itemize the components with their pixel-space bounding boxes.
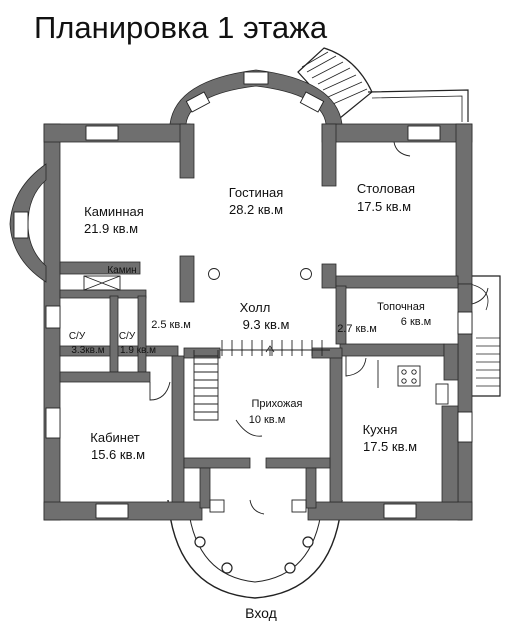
room-area: 2.5 кв.м [151, 319, 191, 331]
porch-column [284, 562, 296, 574]
room-area: 10 кв.м [249, 414, 286, 426]
room-area: 28.2 кв.м [229, 202, 283, 217]
window [383, 503, 417, 519]
door [345, 356, 367, 377]
porch-column [194, 536, 206, 548]
room-name: Кухня [363, 422, 398, 437]
room-area: 9.3 кв.м [243, 317, 290, 332]
room-area: 15.6 кв.м [91, 447, 145, 462]
interior-details [83, 141, 489, 515]
window [243, 71, 269, 85]
window [209, 499, 225, 513]
door [471, 284, 489, 305]
room-area: 21.9 кв.м [84, 221, 138, 236]
entrance-label: Вход [245, 605, 277, 621]
door [235, 419, 263, 437]
room-area: 3.3кв.м [71, 345, 104, 356]
window [457, 411, 473, 443]
entrance-porch [167, 499, 343, 599]
window [185, 91, 211, 113]
window [45, 407, 61, 439]
door [149, 381, 171, 401]
room-name: Прихожая [252, 398, 303, 410]
room-name: Холл [240, 300, 271, 315]
room-name: Гостиная [229, 185, 284, 200]
window [45, 305, 61, 329]
window [291, 499, 307, 513]
door [249, 499, 265, 515]
room-labels: Каминная 21.9 кв.м Гостиная 28.2 кв.м Ст… [69, 181, 431, 621]
room-area: 17.5 кв.м [357, 199, 411, 214]
window [13, 211, 29, 239]
porch-column [302, 536, 314, 548]
window [407, 125, 441, 141]
room-area: 6 кв.м [401, 316, 431, 328]
room-name: Камин [107, 265, 136, 276]
column [208, 268, 220, 280]
room-name: Топочная [377, 301, 425, 313]
door [393, 141, 411, 157]
room-name: С/У [69, 331, 86, 342]
outer-staircase [297, 47, 469, 122]
plan-title: Планировка 1 этажа [34, 10, 328, 45]
room-name: Кабинет [90, 430, 139, 445]
window [457, 311, 473, 335]
porch-column [221, 562, 233, 574]
column [300, 268, 312, 280]
window [85, 125, 119, 141]
window [299, 91, 325, 113]
window [95, 503, 129, 519]
room-area: 17.5 кв.м [363, 439, 417, 454]
room-name: С/У [119, 331, 136, 342]
windows [13, 71, 473, 519]
side-staircase [469, 275, 501, 397]
room-name: Каминная [84, 204, 144, 219]
room-area: 2.7 кв.м [337, 323, 377, 335]
room-area: 1.9 кв.м [120, 345, 156, 356]
room-name: Столовая [357, 181, 415, 196]
